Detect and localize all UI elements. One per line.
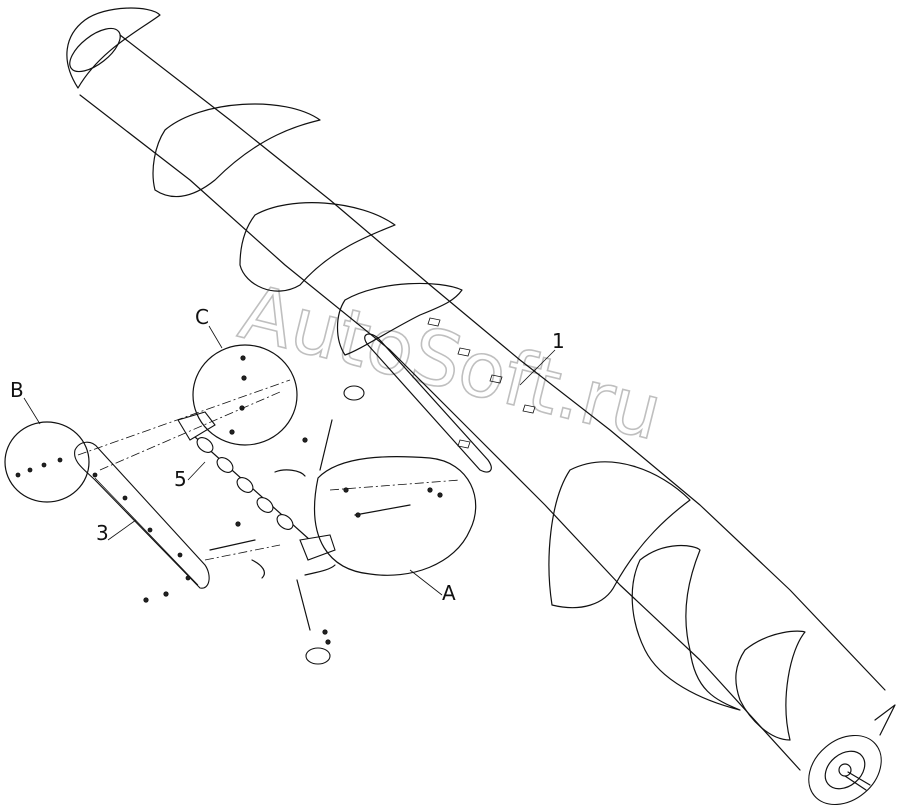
crank-shaft — [177, 411, 336, 561]
flange-washer — [305, 647, 331, 665]
watermark: AutoSoft.ru — [231, 266, 671, 458]
inspection-slot — [364, 333, 492, 473]
clip-3 — [304, 564, 336, 576]
pin-1 — [209, 539, 256, 551]
leader-c — [208, 325, 223, 349]
small-fasteners — [15, 355, 443, 645]
callout-detail-b: B — [10, 378, 24, 402]
auger-tube-lower-edge — [79, 94, 801, 771]
detail-outline-a — [313, 456, 477, 576]
dash-line-4 — [329, 479, 461, 491]
dash-line-1 — [77, 379, 291, 456]
dash-line-2 — [99, 391, 281, 471]
callout-labels: 1 3 5 A B C — [10, 305, 565, 605]
pin-4 — [296, 579, 311, 631]
side-plate-edge — [94, 477, 199, 586]
tube-slots — [427, 317, 536, 449]
leader-b — [23, 397, 41, 425]
leader-a — [409, 569, 443, 596]
callout-part-1: 1 — [552, 329, 565, 353]
auger-flight-6 — [631, 544, 741, 711]
crank-shaft-lobes — [196, 437, 294, 530]
flange-washer-upper — [343, 385, 365, 401]
auger-flight-tip — [874, 704, 896, 736]
hardware — [15, 355, 443, 665]
pin-3 — [319, 419, 333, 471]
watermark-text: AutoSoft.ru — [232, 267, 671, 457]
dash-line-3 — [204, 544, 281, 561]
detail-markers — [4, 325, 556, 596]
callout-detail-c: C — [195, 305, 209, 329]
pin-2 — [354, 504, 411, 516]
auger-flight-5 — [548, 461, 691, 609]
side-plate-outline — [74, 441, 210, 589]
detail-circle-b — [4, 421, 90, 503]
clip-1 — [274, 469, 306, 477]
auger-tube-far-end — [69, 27, 121, 73]
side-plate — [74, 441, 210, 589]
side-plate-holes — [92, 472, 191, 581]
auger-flight-2 — [152, 103, 321, 198]
callout-part-5: 5 — [174, 467, 187, 491]
auger-flight-4 — [336, 282, 463, 356]
auger-flight-3 — [239, 202, 396, 292]
leader-5 — [187, 461, 206, 481]
callout-detail-a: A — [442, 581, 456, 605]
detail-circle-c — [192, 344, 298, 446]
auger-flight-1 — [66, 7, 161, 89]
clip-2 — [251, 559, 265, 579]
shaft-bracket-right — [299, 534, 336, 561]
leader-3 — [107, 519, 137, 541]
callout-part-3: 3 — [96, 521, 109, 545]
auger-shaft-stub — [844, 771, 871, 791]
leader-1 — [519, 349, 556, 386]
auger-flight-7 — [735, 630, 806, 741]
auger-tube — [66, 7, 896, 806]
auger-tube-upper-edge — [119, 34, 886, 691]
auger-end-plate — [808, 734, 882, 806]
shaft-bracket-left — [177, 411, 216, 441]
